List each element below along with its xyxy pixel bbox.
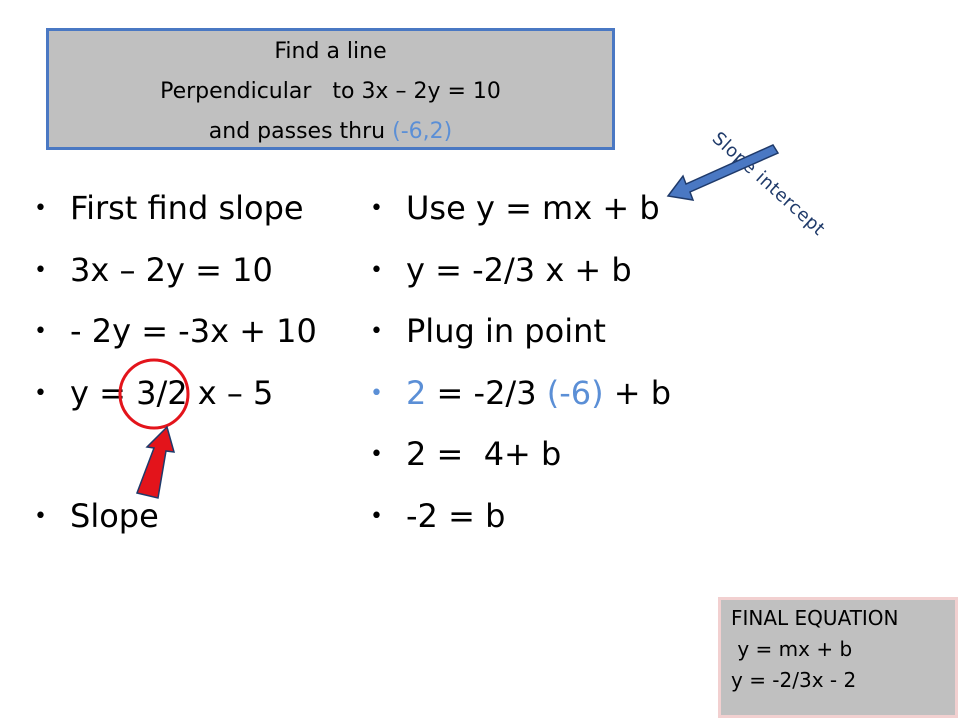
final-equation-line-2: y = -2/3x - 2	[731, 668, 857, 692]
list-item: •First find slope	[34, 178, 354, 240]
bullet-icon: •	[370, 503, 383, 529]
bullet-icon: •	[34, 503, 47, 529]
list-item-plug-in: •2 = -2/3 (-6) + b	[370, 363, 710, 425]
right-bullet-list: •Use y = mx + b •y = -2/3 x + b •Plug in…	[370, 178, 710, 547]
list-item: •Use y = mx + b	[370, 178, 710, 240]
title-line-1: Find a line	[274, 39, 387, 64]
title-perpendicular: Perpendicular	[160, 79, 312, 104]
final-equation-heading: FINAL EQUATION	[731, 606, 899, 630]
bullet-icon: •	[370, 196, 383, 221]
list-item: •Plug in point	[370, 301, 710, 363]
final-equation-box: FINAL EQUATION y = mx + b y = -2/3x - 2	[718, 597, 958, 718]
list-item: •y = 3/2 x – 5	[34, 363, 354, 425]
bullet-icon: •	[34, 196, 47, 221]
list-item: •y = -2/3 x + b	[370, 240, 710, 302]
list-item: •Slope	[34, 486, 354, 548]
title-box: Find a line Perpendicular to 3x – 2y = 1…	[46, 28, 615, 150]
slope-intercept-label: Slope intercept	[707, 128, 830, 241]
title-line-3: and passes thru (-6,2)	[49, 112, 612, 152]
bullet-icon: •	[370, 380, 383, 406]
final-equation-line-1: y = mx + b	[731, 637, 853, 661]
list-item: •- 2y = -3x + 10	[34, 301, 354, 363]
bullet-icon: •	[370, 319, 383, 344]
title-equation: to 3x – 2y = 10	[332, 79, 501, 104]
title-line-2: Perpendicular to 3x – 2y = 10	[49, 72, 612, 112]
bullet-icon: •	[34, 380, 47, 406]
bullet-icon: •	[34, 319, 47, 344]
list-item: •2 = 4+ b	[370, 424, 710, 486]
list-item: •3x – 2y = 10	[34, 240, 354, 302]
bullet-icon: •	[370, 442, 383, 467]
title-point: (-6,2)	[392, 119, 453, 144]
list-spacer	[34, 424, 354, 486]
bullet-icon: •	[370, 257, 383, 283]
list-item: •-2 = b	[370, 486, 710, 548]
left-bullet-list: •First find slope •3x – 2y = 10 •- 2y = …	[34, 178, 354, 547]
bullet-icon: •	[34, 257, 47, 283]
title-passes-thru: and passes thru	[208, 119, 386, 144]
